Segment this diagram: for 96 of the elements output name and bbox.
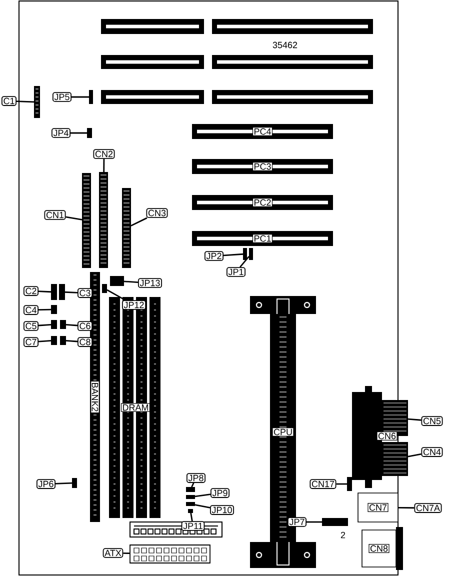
expansion-slot bbox=[101, 19, 204, 34]
leader-line bbox=[130, 217, 148, 226]
expansion-slot bbox=[101, 55, 204, 69]
leader-line bbox=[38, 324, 52, 326]
pin-header bbox=[51, 305, 57, 314]
callout-label: JP13 bbox=[138, 278, 162, 288]
leader-line bbox=[191, 482, 194, 488]
callout-label: C5 bbox=[24, 321, 38, 331]
pin-header bbox=[347, 477, 352, 491]
expansion-slot: PC2 bbox=[192, 195, 333, 210]
leader-line bbox=[70, 132, 87, 134]
pin-header bbox=[60, 320, 66, 329]
leader-line bbox=[66, 340, 78, 342]
expansion-slot bbox=[212, 55, 373, 69]
expansion-slot: PC1 bbox=[192, 231, 333, 246]
leader-line bbox=[194, 494, 211, 498]
pin-header bbox=[110, 276, 124, 286]
pin-header bbox=[382, 442, 408, 476]
pin-header bbox=[243, 248, 247, 260]
connector: CN8 bbox=[362, 527, 403, 570]
pin-header bbox=[72, 478, 77, 488]
callout-label: JP11 bbox=[181, 521, 205, 531]
pin-header bbox=[51, 336, 57, 345]
leader-line bbox=[398, 507, 414, 509]
callout-label: JP5 bbox=[52, 92, 72, 102]
pin-header bbox=[99, 172, 108, 268]
leader-line bbox=[38, 340, 52, 342]
leader-line bbox=[123, 552, 130, 554]
leader-line bbox=[408, 418, 422, 421]
callout-label: CN4 bbox=[421, 447, 443, 457]
pin-header bbox=[249, 248, 253, 260]
connector: CN7 bbox=[358, 492, 398, 522]
pin-header bbox=[82, 173, 91, 268]
callout-label: C7 bbox=[24, 337, 38, 347]
leader-line bbox=[66, 216, 82, 220]
callout-label: C6 bbox=[78, 321, 92, 331]
pin-header bbox=[122, 188, 131, 268]
leader-line bbox=[66, 324, 78, 326]
callout-label: JP4 bbox=[52, 128, 70, 138]
pin-header bbox=[60, 336, 66, 345]
expansion-slot: PC4 bbox=[192, 124, 333, 139]
leader-line bbox=[38, 290, 52, 293]
callout-label: CN3 bbox=[146, 208, 168, 218]
pin-header bbox=[89, 90, 93, 104]
leader-line bbox=[103, 158, 105, 172]
leader-line bbox=[223, 253, 244, 256]
callout-label: C4 bbox=[24, 305, 38, 315]
expansion-slot bbox=[101, 90, 204, 104]
callout-label: CN1 bbox=[44, 210, 66, 220]
expansion-slot bbox=[212, 90, 373, 104]
leader-line bbox=[190, 512, 193, 522]
pin-header bbox=[322, 518, 348, 526]
pin-header bbox=[186, 495, 195, 499]
pin-header bbox=[186, 487, 195, 492]
pin-header bbox=[51, 284, 57, 300]
leader-line bbox=[336, 483, 347, 485]
callout-label: C8 bbox=[78, 337, 92, 347]
pin-header bbox=[186, 502, 195, 506]
callout-label: C3 bbox=[78, 288, 92, 298]
expansion-slot: PC3 bbox=[192, 159, 333, 174]
pin-header bbox=[51, 320, 57, 329]
pin-header bbox=[102, 284, 107, 293]
leader-line bbox=[72, 96, 89, 98]
leader-line bbox=[194, 504, 210, 508]
node-label: DRAM bbox=[122, 404, 148, 411]
pin-number: 2 bbox=[340, 532, 346, 538]
leader-line bbox=[306, 521, 322, 523]
callout-label: C1 bbox=[2, 96, 16, 106]
callout-label: JP9 bbox=[210, 488, 230, 498]
callout-label: JP8 bbox=[186, 473, 206, 483]
board-number: 35462 bbox=[272, 42, 298, 48]
power-connector bbox=[130, 544, 210, 564]
connector: CN6 bbox=[352, 386, 398, 488]
pin-header bbox=[87, 128, 92, 138]
leader-line bbox=[240, 256, 250, 268]
memory-slot: BANK2 bbox=[90, 272, 100, 522]
pin-header bbox=[188, 509, 193, 513]
callout-label: JP6 bbox=[36, 479, 56, 489]
leader-line bbox=[55, 482, 72, 484]
callout-label: C2 bbox=[24, 286, 38, 296]
callout-label: JP1 bbox=[226, 267, 246, 277]
leader-line bbox=[124, 280, 138, 283]
callout-label: ATX bbox=[102, 548, 124, 558]
pin-header bbox=[59, 284, 65, 300]
pin-header bbox=[34, 86, 40, 118]
expansion-slot bbox=[212, 19, 373, 34]
leader-line bbox=[16, 100, 34, 103]
callout-label: CN17 bbox=[310, 479, 336, 489]
callout-label: JP10 bbox=[210, 505, 234, 515]
callout-label: CN7A bbox=[414, 503, 442, 513]
callout-label: CN5 bbox=[421, 416, 443, 426]
callout-label: CN2 bbox=[93, 149, 115, 159]
leader-line bbox=[38, 308, 52, 311]
leader-line bbox=[408, 453, 422, 458]
callout-label: JP2 bbox=[204, 251, 224, 261]
leader-line bbox=[64, 291, 78, 294]
